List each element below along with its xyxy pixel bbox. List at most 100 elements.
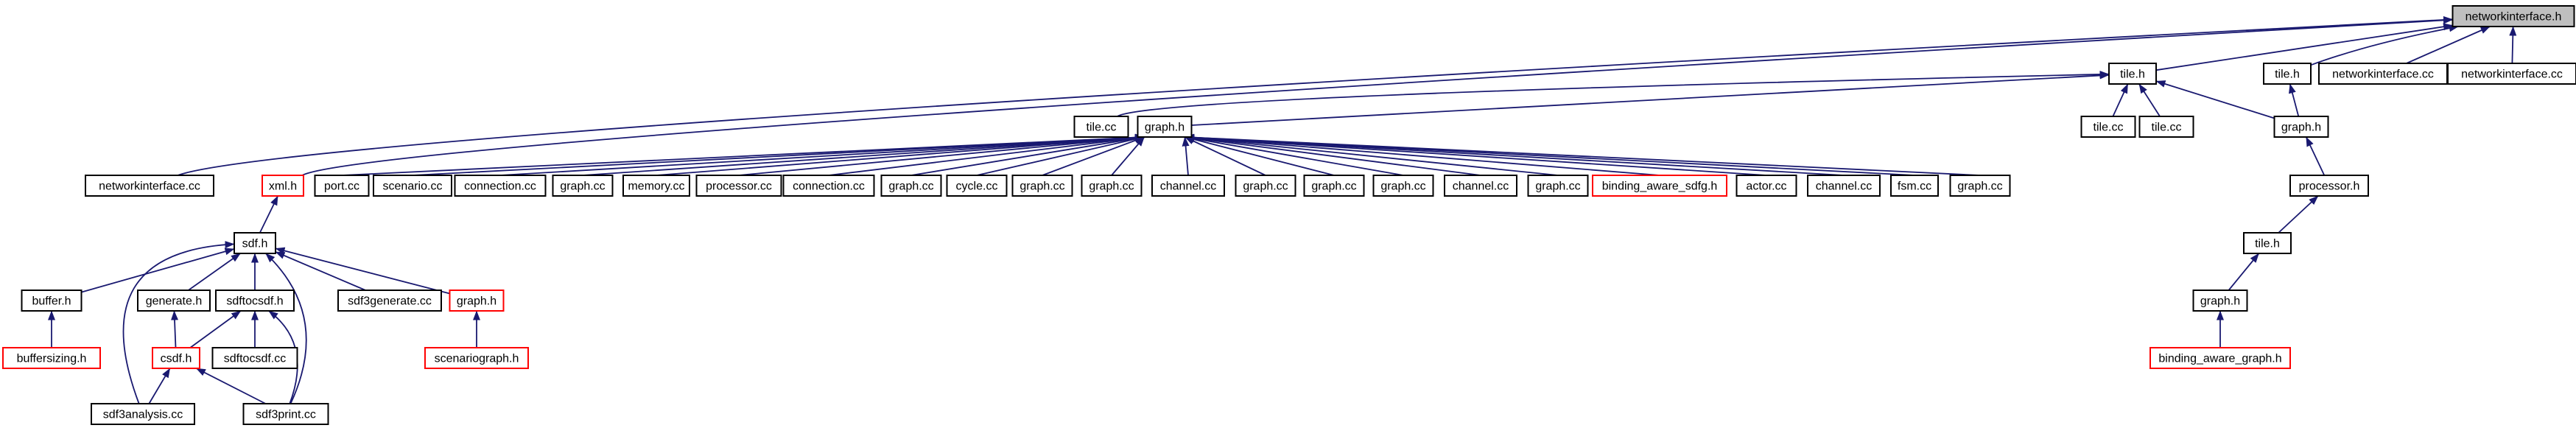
node-box[interactable] xyxy=(85,175,214,197)
node-box[interactable] xyxy=(1949,175,2011,197)
node-box[interactable] xyxy=(1592,175,1727,197)
graph-node-processor-h[interactable]: processor.h xyxy=(2289,175,2369,197)
graph-node-scenariograph-h[interactable]: scenariograph.h xyxy=(424,347,529,369)
graph-node-fsm-cc[interactable]: fsm.cc xyxy=(1890,175,1939,197)
node-box[interactable] xyxy=(424,347,529,369)
node-box[interactable] xyxy=(1890,175,1939,197)
graph-node-networkinterface-h: networkinterface.h xyxy=(2452,5,2575,27)
node-box[interactable] xyxy=(1372,175,1434,197)
graph-node-networkinterface-cc[interactable]: networkinterface.cc xyxy=(85,175,214,197)
graph-node-graph-h[interactable]: graph.h xyxy=(449,290,505,312)
graph-node-sdftocsdf-h[interactable]: sdftocsdf.h xyxy=(215,290,295,312)
node-box[interactable] xyxy=(2243,232,2292,254)
node-box[interactable] xyxy=(137,290,211,312)
graph-node-connection-cc[interactable]: connection.cc xyxy=(454,175,547,197)
node-box[interactable] xyxy=(1151,175,1225,197)
graph-node-graph-h[interactable]: graph.h xyxy=(2192,290,2248,312)
graph-node-binding-aware-graph-h[interactable]: binding_aware_graph.h xyxy=(2149,347,2291,369)
graph-node-processor-cc[interactable]: processor.cc xyxy=(695,175,782,197)
graph-node-sdf3print-cc[interactable]: sdf3print.cc xyxy=(242,403,329,425)
node-box[interactable] xyxy=(21,290,83,312)
graph-node-tile-h[interactable]: tile.h xyxy=(2108,63,2157,85)
graph-node-graph-cc[interactable]: graph.cc xyxy=(1527,175,1589,197)
graph-node-memory-cc[interactable]: memory.cc xyxy=(622,175,690,197)
node-box[interactable] xyxy=(234,232,276,254)
graph-node-graph-cc[interactable]: graph.cc xyxy=(880,175,942,197)
node-box[interactable] xyxy=(1527,175,1589,197)
node-box[interactable] xyxy=(2273,116,2329,138)
node-box[interactable] xyxy=(1303,175,1365,197)
node-box[interactable] xyxy=(1073,116,1129,138)
graph-node-tile-cc[interactable]: tile.cc xyxy=(2138,116,2194,138)
node-box[interactable] xyxy=(449,290,505,312)
node-box[interactable] xyxy=(1137,116,1193,138)
graph-node-buffersizing-h[interactable]: buffersizing.h xyxy=(2,347,101,369)
graph-node-sdf3generate-cc[interactable]: sdf3generate.cc xyxy=(337,290,442,312)
node-box[interactable] xyxy=(1081,175,1143,197)
node-box[interactable] xyxy=(552,175,614,197)
node-box[interactable] xyxy=(782,175,875,197)
node-box[interactable] xyxy=(880,175,942,197)
graph-node-csdf-h[interactable]: csdf.h xyxy=(152,347,200,369)
graph-node-channel-cc[interactable]: channel.cc xyxy=(1151,175,1225,197)
node-box[interactable] xyxy=(2080,116,2136,138)
node-box[interactable] xyxy=(262,175,304,197)
node-box[interactable] xyxy=(2192,290,2248,312)
include-edge-nicc_r2-to-root xyxy=(2509,26,2517,64)
graph-node-graph-cc[interactable]: graph.cc xyxy=(1081,175,1143,197)
graph-node-sdf3analysis-cc[interactable]: sdf3analysis.cc xyxy=(91,403,195,425)
graph-node-port-cc[interactable]: port.cc xyxy=(314,175,370,197)
node-box[interactable] xyxy=(695,175,782,197)
graph-node-binding-aware-sdfg-h[interactable]: binding_aware_sdfg.h xyxy=(1592,175,1727,197)
node-box[interactable] xyxy=(2149,347,2291,369)
node-box[interactable] xyxy=(622,175,690,197)
node-box[interactable] xyxy=(2289,175,2369,197)
node-box[interactable] xyxy=(91,403,195,425)
graph-node-tile-h[interactable]: tile.h xyxy=(2243,232,2292,254)
graph-node-actor-cc[interactable]: actor.cc xyxy=(1736,175,1797,197)
graph-node-graph-h[interactable]: graph.h xyxy=(1137,116,1193,138)
graph-node-graph-cc[interactable]: graph.cc xyxy=(1303,175,1365,197)
graph-node-graph-cc[interactable]: graph.cc xyxy=(1235,175,1296,197)
graph-node-connection-cc[interactable]: connection.cc xyxy=(782,175,875,197)
node-box[interactable] xyxy=(946,175,1008,197)
graph-node-graph-cc[interactable]: graph.cc xyxy=(1372,175,1434,197)
node-box[interactable] xyxy=(2318,63,2448,85)
node-box[interactable] xyxy=(211,347,298,369)
node-box[interactable] xyxy=(1235,175,1296,197)
graph-node-graph-cc[interactable]: graph.cc xyxy=(1949,175,2011,197)
graph-node-networkinterface-cc[interactable]: networkinterface.cc xyxy=(2318,63,2448,85)
graph-node-sdftocsdf-cc[interactable]: sdftocsdf.cc xyxy=(211,347,298,369)
node-box[interactable] xyxy=(215,290,295,312)
node-box[interactable] xyxy=(2,347,101,369)
graph-node-graph-h[interactable]: graph.h xyxy=(2273,116,2329,138)
graph-node-generate-h[interactable]: generate.h xyxy=(137,290,211,312)
graph-node-networkinterface-cc[interactable]: networkinterface.cc xyxy=(2447,63,2576,85)
graph-node-graph-cc[interactable]: graph.cc xyxy=(1011,175,1073,197)
node-box[interactable] xyxy=(2138,116,2194,138)
node-box[interactable] xyxy=(454,175,547,197)
graph-node-buffer-h[interactable]: buffer.h xyxy=(21,290,83,312)
node-box[interactable] xyxy=(1807,175,1881,197)
node-box[interactable] xyxy=(373,175,452,197)
node-box[interactable] xyxy=(242,403,329,425)
graph-node-sdf-h[interactable]: sdf.h xyxy=(234,232,276,254)
graph-node-channel-cc[interactable]: channel.cc xyxy=(1444,175,1517,197)
node-box[interactable] xyxy=(2263,63,2312,85)
graph-node-tile-h[interactable]: tile.h xyxy=(2263,63,2312,85)
node-box[interactable] xyxy=(1736,175,1797,197)
node-box[interactable] xyxy=(1011,175,1073,197)
graph-node-xml-h[interactable]: xml.h xyxy=(262,175,304,197)
graph-node-cycle-cc[interactable]: cycle.cc xyxy=(946,175,1008,197)
graph-node-scenario-cc[interactable]: scenario.cc xyxy=(373,175,452,197)
graph-node-graph-cc[interactable]: graph.cc xyxy=(552,175,614,197)
node-box[interactable] xyxy=(152,347,200,369)
graph-node-tile-cc[interactable]: tile.cc xyxy=(1073,116,1129,138)
node-box[interactable] xyxy=(2108,63,2157,85)
node-box[interactable] xyxy=(2447,63,2576,85)
node-box[interactable] xyxy=(337,290,442,312)
graph-node-tile-cc[interactable]: tile.cc xyxy=(2080,116,2136,138)
graph-node-channel-cc[interactable]: channel.cc xyxy=(1807,175,1881,197)
node-box[interactable] xyxy=(1444,175,1517,197)
node-box[interactable] xyxy=(314,175,370,197)
